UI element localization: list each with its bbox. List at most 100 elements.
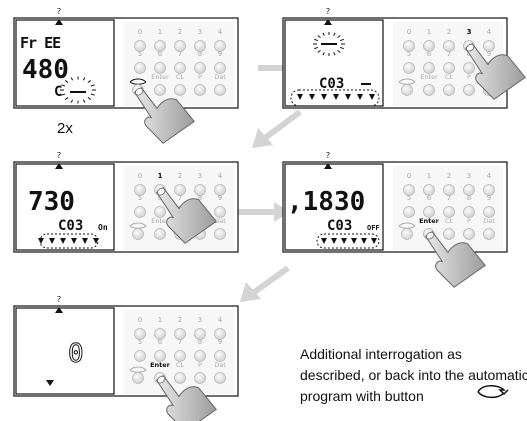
- key-label-CL: CL: [445, 73, 454, 81]
- key-label-Enter: Enter: [151, 73, 169, 81]
- keypad-key-CL: [174, 84, 186, 96]
- key-label-2: 2: [447, 28, 451, 36]
- day-marker-icon: [345, 94, 351, 100]
- day-selection-outline: [290, 89, 380, 107]
- key-label-2: 2: [178, 172, 182, 180]
- lcd-screen: [15, 307, 115, 395]
- key-label-P: P: [198, 73, 202, 81]
- key-label-0: 0: [407, 28, 411, 36]
- key-label-7: 7: [178, 50, 182, 58]
- keypad-key-3: [194, 184, 206, 196]
- keypad-key-3: [194, 328, 206, 340]
- key-label-P: P: [198, 361, 202, 369]
- keypad-key-5: [134, 350, 146, 362]
- keypad-key-Dat: [214, 228, 226, 240]
- keypad-key-5: [134, 62, 146, 74]
- keypad-key-2: [443, 40, 455, 52]
- keypad-key-CL: [174, 372, 186, 384]
- key-label-6: 6: [427, 50, 432, 58]
- keypad-key-Enter: [154, 84, 166, 96]
- key-label-Dat: Dat: [214, 217, 226, 225]
- key-label-7: 7: [178, 194, 182, 202]
- key-label-5: 5: [138, 338, 142, 346]
- keypad-key-6: [154, 206, 166, 218]
- key-label-4: 4: [218, 316, 223, 324]
- key-label-9: 9: [218, 338, 222, 346]
- lcd-line-3: On: [98, 223, 108, 232]
- keypad-key-program: [132, 228, 144, 240]
- key-label-4: 4: [487, 28, 492, 36]
- keypad-key-7: [174, 350, 186, 362]
- flow-arrow-2-3: [252, 109, 302, 148]
- key-label-5: 5: [407, 50, 411, 58]
- keypad-key-9: [214, 206, 226, 218]
- keypad-key-CL: [443, 228, 455, 240]
- keypad-key-0: [134, 40, 146, 52]
- key-label-1: 1: [158, 172, 163, 180]
- key-label-Enter: Enter: [150, 361, 171, 369]
- key-label-3: 3: [198, 172, 202, 180]
- keypad-key-0: [134, 328, 146, 340]
- key-label-0: 0: [138, 316, 142, 324]
- keypad-key-2: [174, 184, 186, 196]
- key-label-2: 2: [178, 28, 182, 36]
- keypad-key-P: [463, 84, 475, 96]
- day-marker-icon: [321, 94, 327, 100]
- pointing-hand-icon: [465, 43, 526, 100]
- up-indicator-icon: [324, 163, 332, 169]
- down-indicator-icon: [46, 380, 54, 386]
- day-marker-icon: [82, 238, 88, 244]
- day-marker-icon: [297, 94, 303, 100]
- keypad-key-8: [463, 62, 475, 74]
- keypad-key-P: [194, 84, 206, 96]
- lcd-screen: [15, 19, 115, 107]
- keypad-key-1: [154, 328, 166, 340]
- pointing-hand-icon: [156, 187, 217, 244]
- key-label-6: 6: [158, 50, 163, 58]
- key-label-4: 4: [218, 172, 223, 180]
- key-label-7: 7: [447, 50, 451, 58]
- day-selection-outline: [316, 233, 380, 249]
- lcd-question-mark: ?: [326, 7, 330, 16]
- lcd-question-mark: ?: [57, 295, 61, 304]
- day-marker-icon: [331, 238, 337, 244]
- keypad-key-6: [423, 62, 435, 74]
- keypad-key-Enter: [154, 228, 166, 240]
- key-label-9: 9: [218, 50, 222, 58]
- up-indicator-icon: [55, 19, 63, 25]
- up-indicator-icon: [324, 19, 332, 25]
- keypad-key-4: [214, 184, 226, 196]
- key-label-3: 3: [467, 172, 471, 180]
- lcd-line-2: C03: [327, 218, 352, 234]
- keypad-key-8: [194, 62, 206, 74]
- key-label-CL: CL: [176, 73, 185, 81]
- lcd-line-1: 730: [28, 187, 75, 217]
- keypad-key-0: [403, 184, 415, 196]
- keypad-key-5: [134, 206, 146, 218]
- key-label-7: 7: [178, 338, 182, 346]
- key-label-8: 8: [467, 194, 471, 202]
- keypad-key-3: [194, 40, 206, 52]
- day-marker-icon: [93, 238, 99, 244]
- instruction-caption: Additional interrogation as described, o…: [300, 344, 527, 407]
- lcd-screen: [284, 163, 384, 251]
- key-label-6: 6: [158, 338, 163, 346]
- caption-line-2: described, or back into the automatic: [300, 367, 527, 383]
- lcd-screen: [15, 163, 115, 251]
- key-label-Enter: Enter: [419, 217, 440, 225]
- flow-arrow-4-5: [240, 265, 290, 302]
- caption-line-3: program with button: [300, 388, 424, 404]
- key-label-2: 2: [447, 172, 451, 180]
- key-label-4: 4: [218, 28, 223, 36]
- blink-indicator-icon: [313, 32, 345, 56]
- keypad-key-P: [194, 372, 206, 384]
- pointing-hand-icon: [156, 375, 217, 421]
- key-label-1: 1: [158, 316, 162, 324]
- day-marker-icon: [321, 238, 327, 244]
- keypad-key-program: [132, 372, 144, 384]
- day-marker-icon: [361, 238, 367, 244]
- keypad-key-0: [134, 184, 146, 196]
- keypad-key-program: [401, 228, 413, 240]
